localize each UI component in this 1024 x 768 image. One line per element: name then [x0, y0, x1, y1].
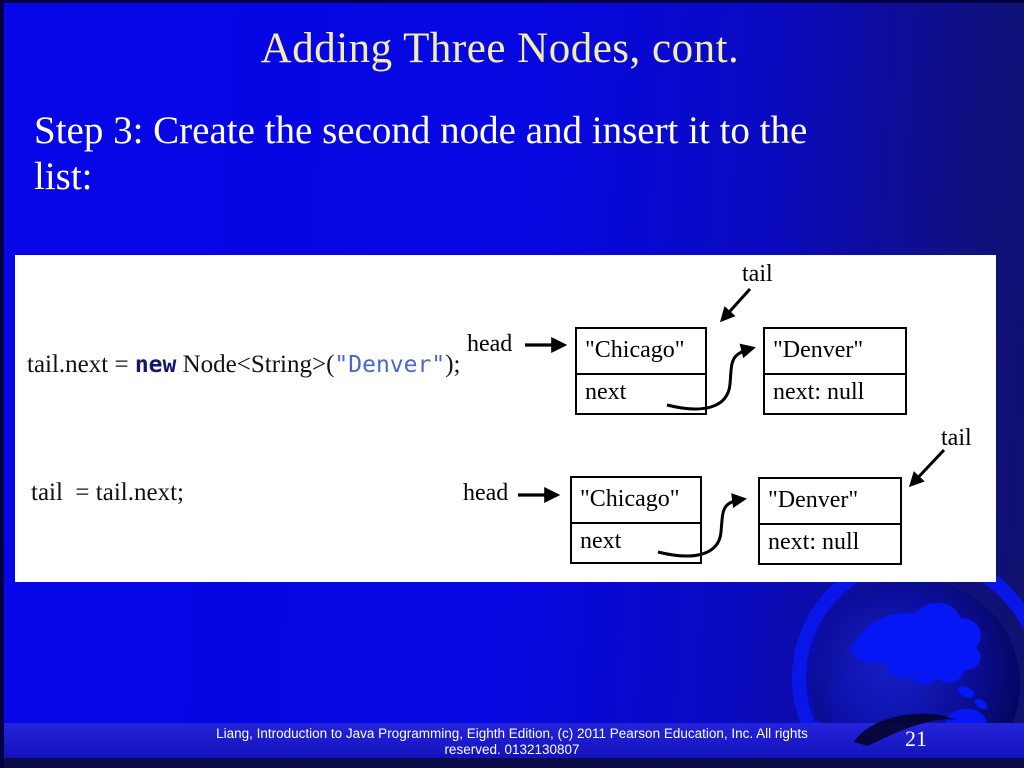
- diagram1-denver-next: next: null: [773, 379, 865, 405]
- page-title: Adding Three Nodes, cont.: [260, 25, 740, 72]
- globe-continent-asia: [850, 602, 981, 685]
- globe-island-2: [974, 698, 988, 710]
- diagram1-tail-arrow: [719, 287, 752, 323]
- diagram1-node-chicago: "Chicago" next: [575, 327, 707, 415]
- code-1-middle: Node<String>(: [176, 351, 335, 378]
- code-1-suffix: );: [445, 351, 461, 378]
- diagram2-chicago-value: "Chicago": [572, 478, 700, 524]
- diagram1-chicago-value: "Chicago": [577, 329, 705, 375]
- code-string-denver: "Denver": [334, 352, 446, 378]
- diagram1-node-denver: "Denver" next: null: [763, 327, 907, 415]
- code-1-prefix: tail.next =: [27, 351, 135, 378]
- footer-copyright: Liang, Introduction to Java Programming,…: [216, 726, 808, 758]
- step-description: Step 3: Create the second node and inser…: [34, 108, 974, 200]
- diagram1-denver-value: "Denver": [765, 329, 905, 375]
- left-border: [0, 0, 4, 768]
- diagram1-head-label: head: [467, 331, 513, 357]
- code-keyword-new: new: [134, 352, 177, 378]
- page-number: 21: [905, 726, 927, 751]
- content-panel: tail.next = new Node<String>("Denver"); …: [15, 255, 996, 582]
- code-statement-2: tail = tail.next;: [31, 479, 184, 506]
- bottom-border: [0, 758, 1024, 768]
- diagram2-denver-next: next: null: [768, 529, 860, 555]
- top-border: [0, 0, 1024, 3]
- diagram2-node-denver: "Denver" next: null: [758, 477, 902, 565]
- diagram2-head-label: head: [463, 480, 509, 506]
- diagram1-tail-label: tail: [742, 261, 773, 287]
- step-description-line2: list:: [34, 155, 93, 199]
- diagram2-node-chicago: "Chicago" next: [570, 476, 702, 564]
- diagram2-chicago-next: next: [580, 528, 622, 554]
- globe-base-shadow: [854, 713, 956, 746]
- diagram1-chicago-next: next: [585, 379, 627, 405]
- footer-band: Liang, Introduction to Java Programming,…: [0, 723, 1024, 758]
- diagram2-tail-arrow: [908, 448, 946, 488]
- step-description-line1: Step 3: Create the second node and inser…: [34, 109, 808, 152]
- globe-island-1: [957, 686, 975, 698]
- code-statement-1: tail.next = new Node<String>("Denver");: [27, 351, 460, 379]
- diagram2-tail-label: tail: [941, 425, 972, 451]
- diagram2-denver-value: "Denver": [760, 479, 900, 525]
